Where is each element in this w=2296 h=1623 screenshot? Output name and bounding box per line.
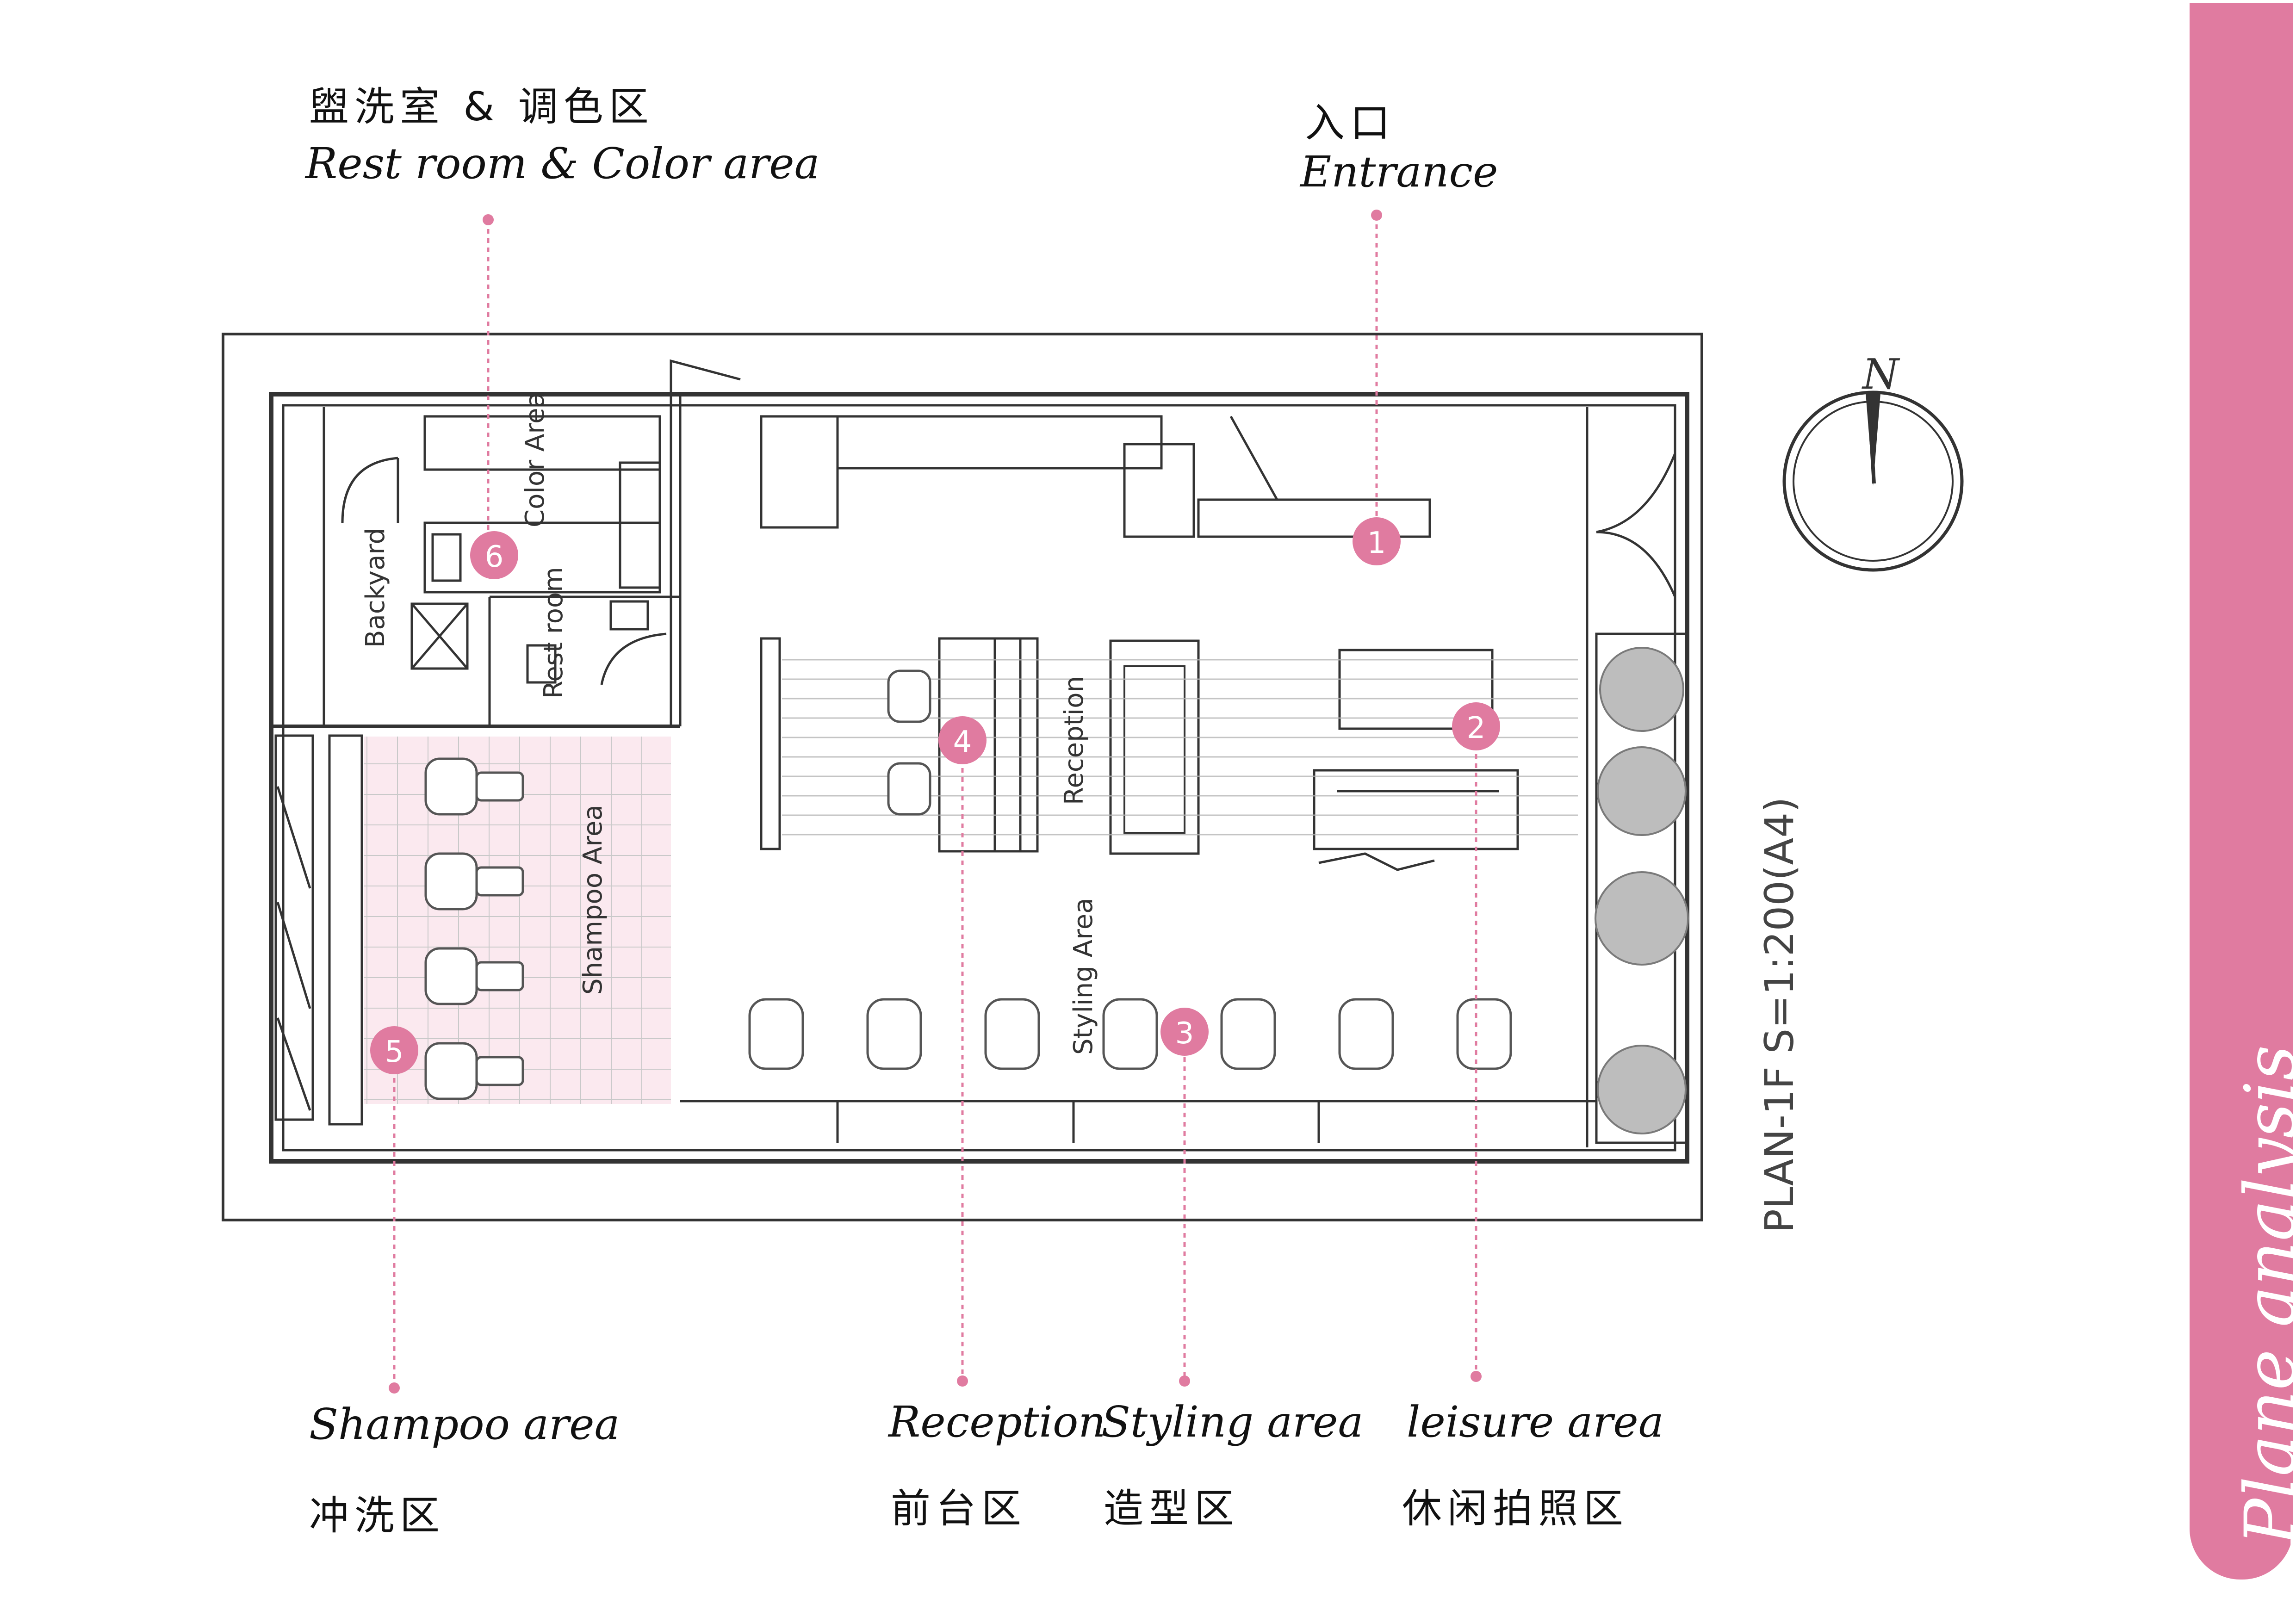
stair-core: [760, 415, 839, 529]
room-label-backyard: Backyard: [360, 528, 391, 648]
leisure-en: leisure area: [1407, 1397, 1664, 1447]
shampoo-cn: 冲洗区: [309, 1493, 445, 1539]
restroom-door: [600, 632, 667, 685]
stairs-lower: [1197, 498, 1431, 538]
shampoo-en: Shampoo area: [309, 1400, 620, 1449]
marker-3: 3: [1160, 1008, 1209, 1056]
styling-cn: 造型区: [1104, 1486, 1240, 1532]
compass-icon: N: [1782, 350, 1964, 572]
backyard-door: [341, 457, 398, 523]
marker-1-label: 1: [1367, 526, 1386, 560]
stairs-upper: [836, 415, 1163, 470]
marker-5-label: 5: [385, 1035, 404, 1069]
entrance-en: Entrance: [1300, 147, 1498, 197]
restroom-color-cn: 盥洗室 & 调色区: [309, 84, 654, 130]
scale-note: PLAN-1F S=1:200(A4): [1756, 797, 1803, 1233]
marker-6: 6: [470, 531, 518, 579]
room-label-shampoo-area: Shampoo Area: [578, 805, 608, 995]
reception-en: Reception: [888, 1397, 1106, 1447]
side-tab: [2190, 3, 2293, 1580]
backyard-shaft: [410, 602, 469, 670]
marker-4-label: 4: [953, 725, 972, 759]
marker-5: 5: [370, 1026, 418, 1074]
marker-2: 2: [1452, 702, 1500, 750]
compass-label: N: [1862, 350, 1900, 399]
restroom-color-en: Rest room & Color area: [305, 139, 820, 188]
planter-column: [1595, 632, 1688, 1144]
marker-2-label: 2: [1467, 711, 1486, 745]
room-label-rest-room: Rest room: [539, 567, 569, 699]
color-area-counter: [423, 415, 661, 471]
marker-4: 4: [938, 716, 987, 764]
main-door-1: [1596, 531, 1676, 597]
marker-3-label: 3: [1175, 1016, 1194, 1051]
main-door-2: [1596, 453, 1676, 533]
room-label-styling-area: Styling Area: [1068, 898, 1098, 1055]
styling-en: Styling area: [1101, 1397, 1364, 1447]
site-boundary: [222, 333, 1703, 1221]
room-label-reception: Reception: [1059, 676, 1089, 805]
marker-1: 1: [1353, 517, 1401, 565]
leisure-cn: 休闲拍照区: [1402, 1486, 1629, 1532]
marker-6-label: 6: [485, 540, 504, 574]
room-label-color-area: Color Area: [520, 392, 550, 527]
entrance-cn: 入口: [1305, 100, 1396, 146]
reception-cn: 前台区: [891, 1486, 1027, 1532]
